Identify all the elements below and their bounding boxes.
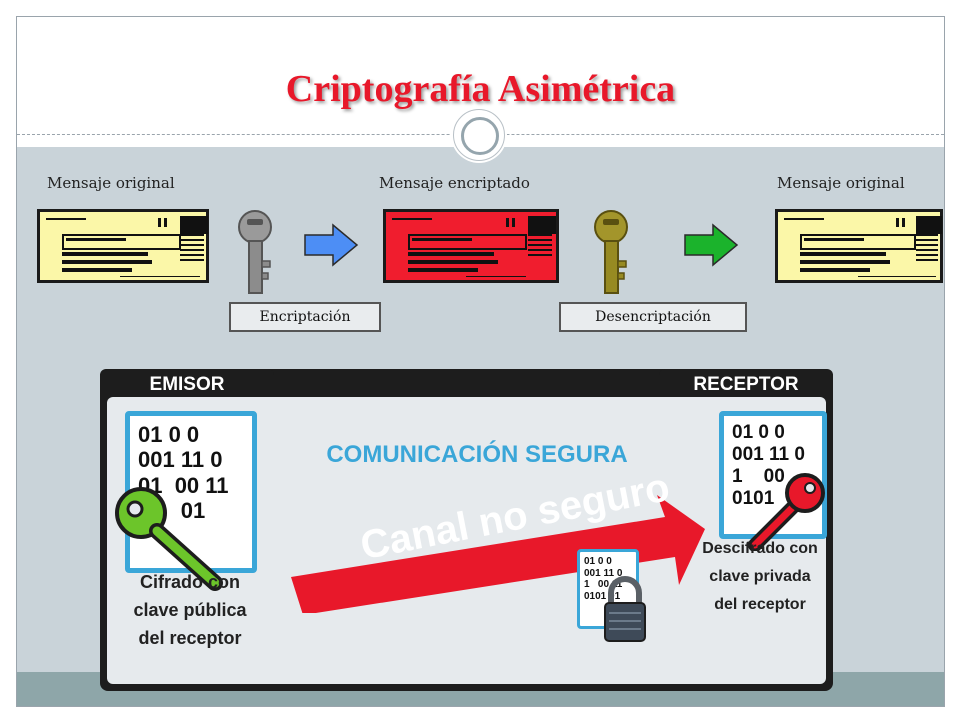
label-original-right: Mensaje original [777,174,905,192]
label-original-left: Mensaje original [47,174,175,192]
panel-body: COMUNICACIÓN SEGURA 01 0 0 001 11 0 01 0… [107,397,827,684]
decorative-circle-icon [453,109,505,161]
encrypt-operation-label: Encriptación [229,302,381,332]
decrypt-arrow-icon [683,223,739,267]
decrypt-operation-label: Desencriptación [559,302,747,332]
message-original-left-card [37,209,209,283]
slide-title: Criptografía Asimétrica [285,68,676,110]
message-encrypted-card [383,209,559,283]
encryption-key-icon [229,209,281,299]
receiver-caption: Descifrado con clave privada del recepto… [702,540,818,613]
secure-communication-panel: EMISOR RECEPTOR COMUNICACIÓN SEGURA 01 0… [100,369,833,691]
message-original-right-card [775,209,943,283]
insecure-channel-arrow [287,493,707,617]
sender-caption: Cifrado con clave pública del receptor [133,572,247,648]
panel-heading: COMUNICACIÓN SEGURA [326,441,628,468]
padlock-icon [601,575,649,649]
label-encrypted: Mensaje encriptado [379,174,530,192]
private-key-icon [747,471,827,555]
public-key-icon [111,483,231,597]
tab-receptor: RECEPTOR [659,369,833,401]
receiver-bits: 01 0 0 001 11 0 1 00 0101 [732,422,805,509]
encrypt-arrow-icon [303,223,359,267]
decryption-key-icon [585,209,637,299]
slide: Criptografía Asimétrica Mensaje original… [16,16,945,707]
tab-emisor: EMISOR [100,369,274,401]
